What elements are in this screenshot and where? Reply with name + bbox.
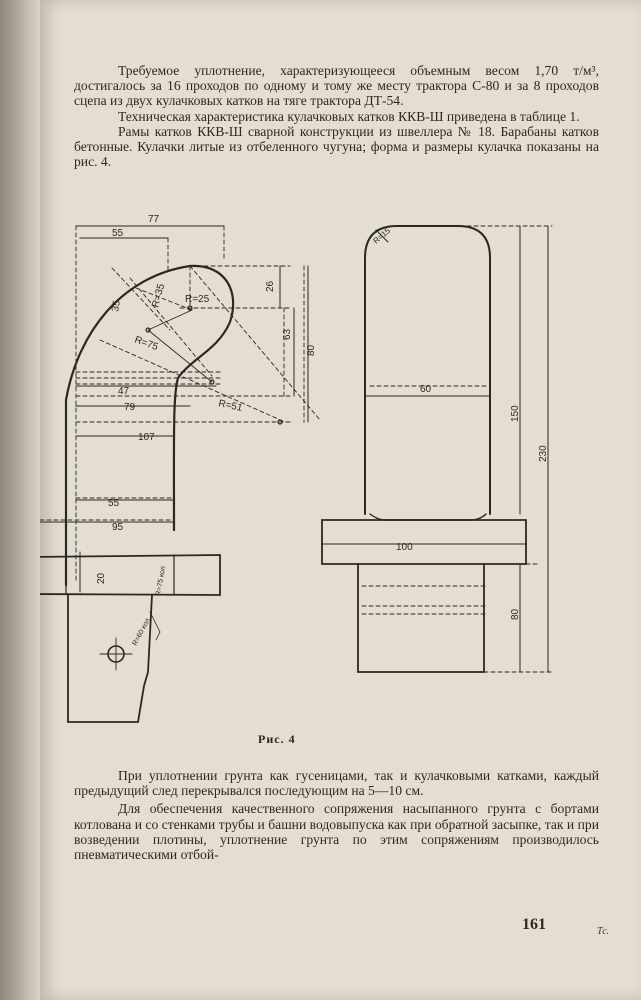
dim-55-top: 55 — [112, 228, 124, 239]
side-view-base — [357, 563, 485, 673]
dim-r51: R=51 — [217, 398, 243, 414]
dim-80-left: 80 — [306, 344, 317, 356]
top-text-block: Требуемое уплотнение, характеризующееся … — [74, 63, 599, 169]
dim-230: 230 — [538, 445, 549, 462]
dim-35: 35 — [110, 299, 123, 312]
dim-60: 60 — [420, 384, 432, 395]
dim-95: 95 — [112, 522, 124, 533]
dim-20: 20 — [96, 572, 107, 584]
dim-107: 107 — [138, 432, 155, 443]
dim-55-bottom: 55 — [108, 498, 120, 509]
dim-100: 100 — [396, 542, 413, 553]
dim-r35: R=35 — [150, 282, 167, 309]
dim-63: 63 — [282, 328, 293, 340]
bottom-text-block: При уплотнении грунта как гусеницами, та… — [74, 768, 599, 862]
side-view-outline — [364, 225, 491, 515]
dim-r75: R=75 — [133, 334, 160, 353]
cam-flange — [40, 554, 221, 596]
paragraph-frames: Рамы катков ККВ-Ш сварной конструкции из… — [74, 123, 599, 170]
dim-150: 150 — [510, 405, 521, 422]
dim-r75-flange: R=75 кол — [155, 566, 167, 597]
figure-caption: Рис. 4 — [258, 732, 296, 746]
paragraph-compaction: Требуемое уплотнение, характеризующееся … — [74, 63, 599, 109]
paragraph-overlap: При уплотнении грунта как гусеницами, та… — [74, 768, 599, 799]
dim-r25: R=25 — [185, 294, 210, 305]
dim-47: 47 — [118, 386, 130, 397]
dim-79: 79 — [124, 402, 136, 413]
dim-r15: R=15 — [372, 226, 393, 246]
figure-4-drawing: 77 55 26 R=25 R=35 35 63 80 R=75 47 79 R… — [40, 214, 553, 723]
dim-26: 26 — [265, 280, 276, 292]
book-spine — [0, 0, 40, 1000]
paragraph-joints: Для обеспечения качественного сопряжения… — [74, 801, 599, 863]
dim-77: 77 — [148, 214, 160, 225]
book-page: Требуемое уплотнение, характеризующееся … — [40, 0, 641, 1000]
cam-base — [67, 593, 153, 723]
page-number: 161 — [522, 916, 546, 933]
stamp-mark: Тс. — [597, 926, 610, 937]
dim-80-right: 80 — [510, 608, 521, 620]
side-view-flange — [321, 519, 527, 565]
cam-outline — [64, 264, 235, 587]
paragraph-specs: Техническая характеристика кулачковых ка… — [118, 108, 580, 124]
